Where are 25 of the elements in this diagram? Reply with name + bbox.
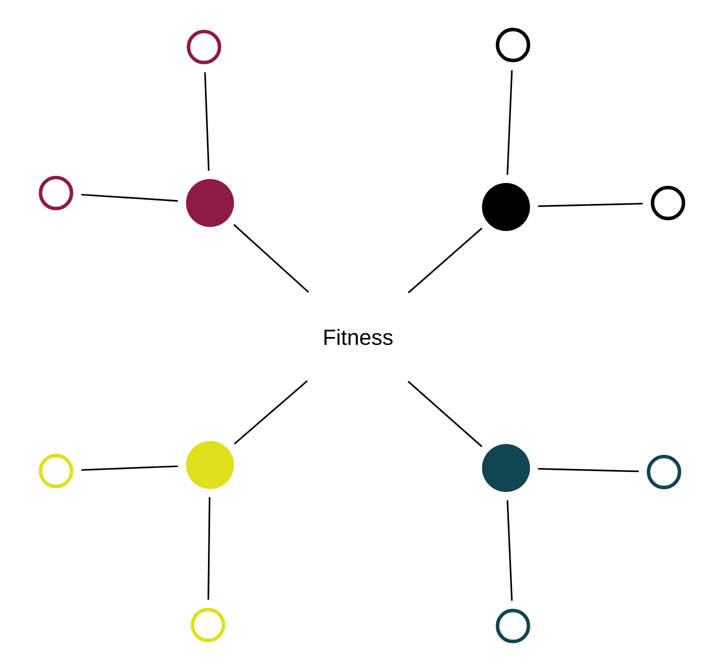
connector-line xyxy=(538,202,643,207)
hollow-circle xyxy=(38,176,74,210)
hollow-circle xyxy=(496,28,530,62)
filled-circle xyxy=(482,444,530,492)
filled-circle xyxy=(482,183,530,231)
hollow-circle xyxy=(38,454,74,488)
hollow-circle xyxy=(186,30,222,64)
connector-line xyxy=(408,380,482,448)
connector-line xyxy=(208,497,210,600)
connector-line xyxy=(538,468,639,472)
filled-circle xyxy=(186,441,234,489)
hollow-circle xyxy=(190,608,226,642)
connector-line xyxy=(81,194,178,202)
hollow-circle xyxy=(650,186,686,220)
connector-line xyxy=(233,224,310,293)
connector-line xyxy=(506,70,513,175)
hollow-circle xyxy=(646,454,682,490)
filled-circle xyxy=(186,179,234,227)
center-label: Fitness xyxy=(324,328,393,346)
connector-line xyxy=(506,500,513,601)
connector-line xyxy=(81,465,178,471)
connector-line xyxy=(408,228,482,294)
connector-line xyxy=(234,380,308,445)
hollow-circle xyxy=(496,608,530,644)
connector-line xyxy=(204,72,210,171)
